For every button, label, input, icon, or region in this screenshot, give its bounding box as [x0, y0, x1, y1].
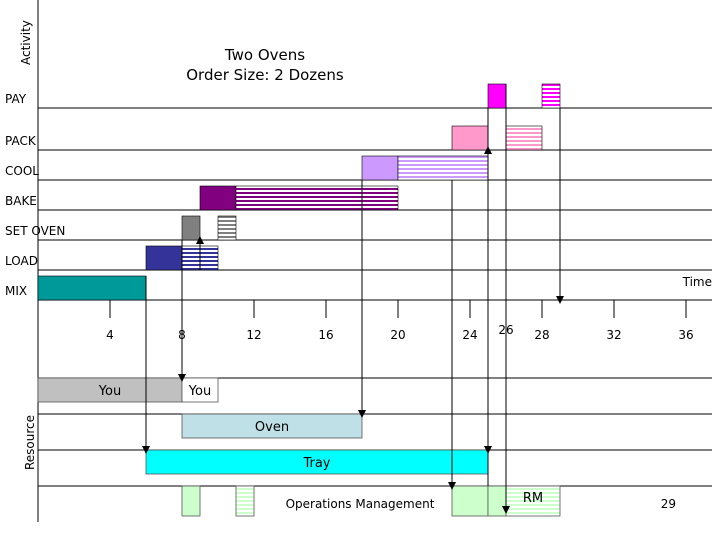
resource-bar-oven [181, 413, 363, 439]
resource-label-tray: Tray [302, 456, 330, 471]
tick-label: 12 [246, 328, 261, 342]
task-bar-mix [37, 275, 147, 301]
task-bar-cool [397, 155, 489, 181]
task-bar-pack [505, 125, 543, 151]
resource-bar-rm [181, 485, 201, 517]
tick-label: 36 [678, 328, 693, 342]
chart-title-line2: Order Size: 2 Dozens [186, 66, 344, 84]
resource-label-oven: Oven [255, 420, 289, 435]
row-label-pay: PAY [5, 92, 27, 106]
row-label-mix: MIX [5, 284, 27, 298]
resource-bar-rm [487, 485, 507, 517]
tick-label: 24 [462, 328, 477, 342]
resource-label-you: You [188, 384, 211, 399]
tick-label: 28 [534, 328, 549, 342]
task-bar-pay [541, 83, 561, 109]
task-bar-pay [487, 83, 507, 109]
task-bar-load [145, 245, 183, 271]
dependency-arrows [142, 84, 564, 514]
tick-label: 16 [318, 328, 333, 342]
resource-bar-you [37, 377, 183, 403]
x-ticks: 481216202426283236 [106, 300, 694, 342]
tick-label: 20 [390, 328, 405, 342]
resource-bar-you [181, 377, 219, 403]
task-bar-bake [235, 185, 399, 211]
resource-axis-label: Resource [23, 415, 37, 470]
task-bar-bake [199, 185, 237, 211]
time-label: Time [682, 275, 712, 289]
resource-bar-rm [235, 485, 255, 517]
row-label-pack: PACK [5, 134, 37, 148]
resource-label-rm: RM [523, 491, 543, 506]
tick-label: 32 [606, 328, 621, 342]
task-bars [37, 83, 561, 301]
resource-label-you: You [98, 384, 121, 399]
row-label-set-oven: SET OVEN [5, 224, 65, 238]
row-labels: PAY PACK COOL BAKE SET OVEN LOAD MIX [5, 92, 65, 298]
row-label-load: LOAD [5, 254, 38, 268]
task-bar-cool [361, 155, 399, 181]
row-label-bake: BAKE [5, 194, 37, 208]
task-bar-pack [451, 125, 489, 151]
page-number: 29 [661, 497, 676, 511]
resource-bar-rm [505, 485, 561, 517]
tick-label: 4 [106, 328, 114, 342]
task-bar-set-oven [217, 215, 237, 241]
task-bar-set-oven [181, 215, 201, 241]
y-axis-label: Activity [19, 20, 33, 65]
chart-title-line1: Two Ovens [224, 46, 305, 64]
resource-bar-rm [451, 485, 489, 517]
footer-text: Operations Management [286, 497, 435, 511]
row-label-cool: COOL [5, 164, 39, 178]
